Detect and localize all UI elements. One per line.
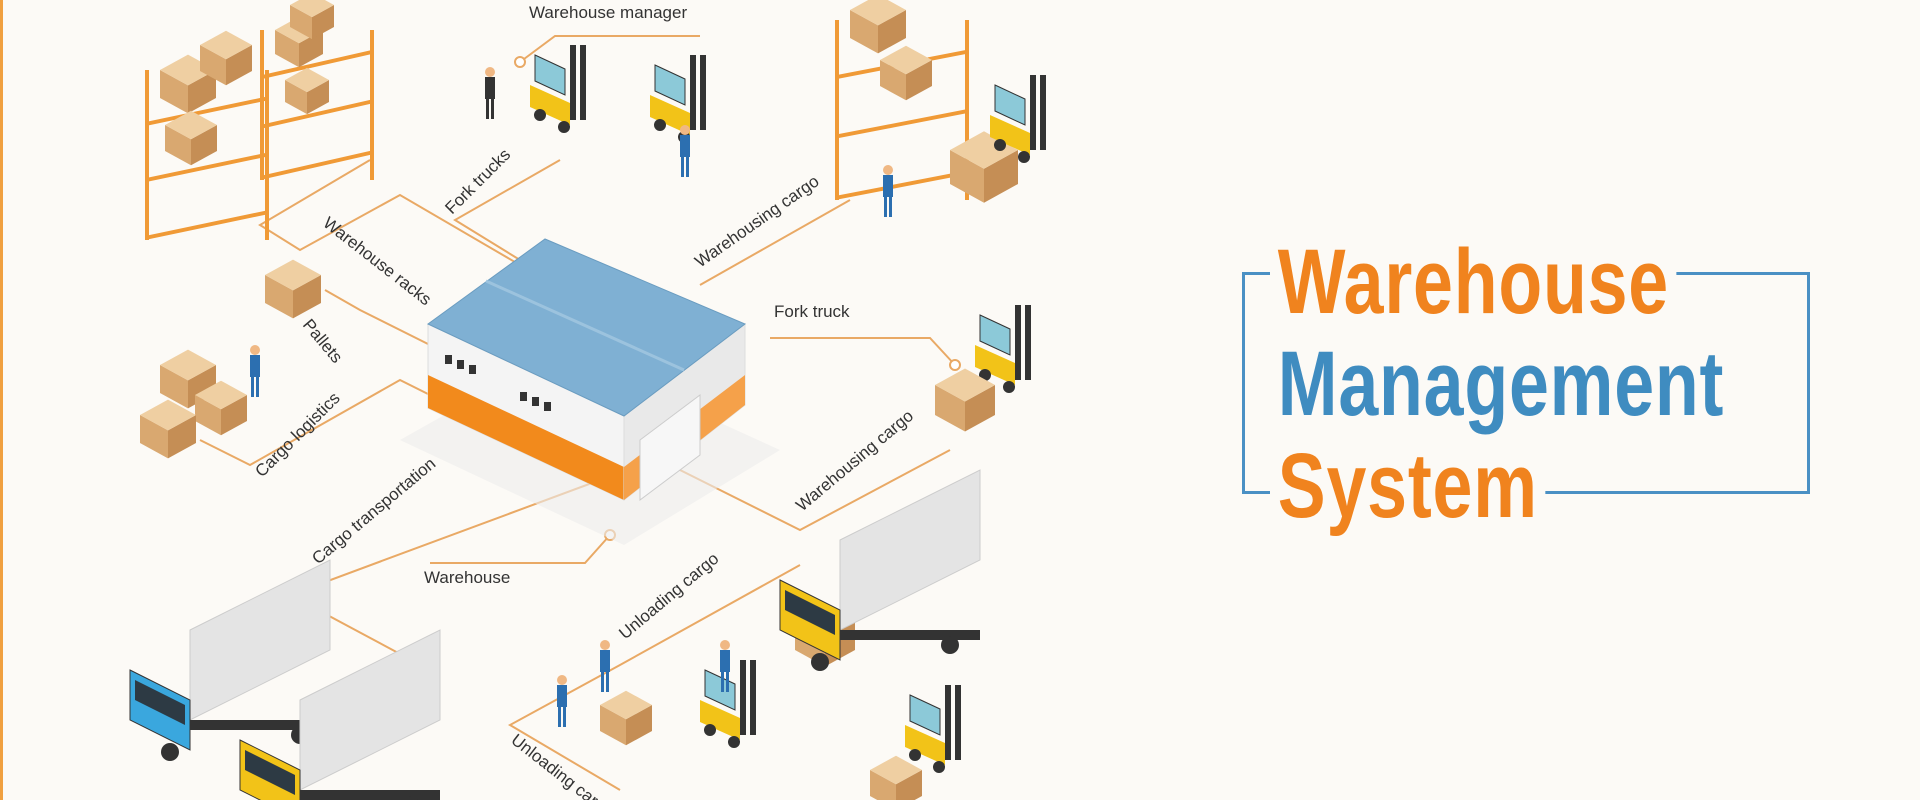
label-cargo-transportation: Cargo transportation [308,454,439,568]
cardboard-box-icon [285,67,329,115]
connector-forktrucks [453,159,561,261]
left-border [0,0,3,800]
label-warehouse: Warehouse [424,568,510,587]
forklift-icon [990,75,1046,163]
label-warehousing-cargo-right: Warehousing cargo [792,406,917,515]
label-warehousing-cargo-top: Warehousing cargo [691,172,822,272]
connector-dot [949,359,961,371]
cardboard-box-icon [935,368,995,432]
connector-dot [514,56,526,68]
title-line-management: Management [1277,333,1725,435]
cardboard-box-icon [140,399,196,459]
forklift-icon [650,55,706,143]
worker-icon [250,345,260,397]
worker-icon [720,640,730,692]
label-warehouse-manager: Warehouse manager [529,3,687,22]
warehouse-rack-icon [835,20,969,200]
connector-warehousing-top [699,199,851,286]
title-line-system: System [1270,440,1546,532]
worker-icon [485,67,495,119]
forklift-icon [905,685,961,773]
warehouse-rack-icon [260,30,374,180]
cardboard-box-icon [950,131,1018,203]
label-unloading-cargo-bottom: Unloading cargo [508,730,617,800]
delivery-truck-blue-icon [129,540,370,761]
label-pallets: Pallets [299,315,346,366]
warehouse-building [400,238,780,545]
warehouse-windows [445,355,551,411]
connector-warehouse [430,534,611,564]
connector-racks [258,159,521,266]
forklift-icon [530,45,586,133]
label-fork-truck: Fork truck [774,302,850,321]
warehouse-door [639,394,701,501]
forklift-icon [700,660,756,748]
label-cargo-logistics: Cargo logistics [251,389,343,481]
worker-icon [883,165,893,217]
cardboard-box-icon [195,380,247,436]
connector-logistics [199,378,441,467]
forklift-icon [975,305,1031,393]
cardboard-box-icon [165,110,217,166]
warehouse-rack-icon [145,70,269,240]
cardboard-box-icon [265,259,321,319]
cargo-truck-open-icon [779,450,1020,671]
cardboard-box-icon [290,0,334,40]
cardboard-box-icon [600,690,652,746]
worker-icon [680,125,690,177]
cardboard-box-icon [870,755,922,800]
title-line-warehouse: Warehouse [1270,236,1677,328]
connector-forktruck [770,337,956,366]
connector-pallets [324,289,431,346]
connector-manager [519,35,700,63]
warehouse-orange-band [428,375,624,500]
worker-icon [600,640,610,692]
label-unloading-cargo-top: Unloading cargo [615,549,722,643]
worker-icon [557,675,567,727]
delivery-truck-yellow-icon [239,610,480,800]
cardboard-box-icon [850,0,906,54]
label-warehouse-racks: Warehouse racks [320,213,435,309]
cardboard-box-icon [200,30,252,86]
cardboard-box-icon [880,45,932,101]
